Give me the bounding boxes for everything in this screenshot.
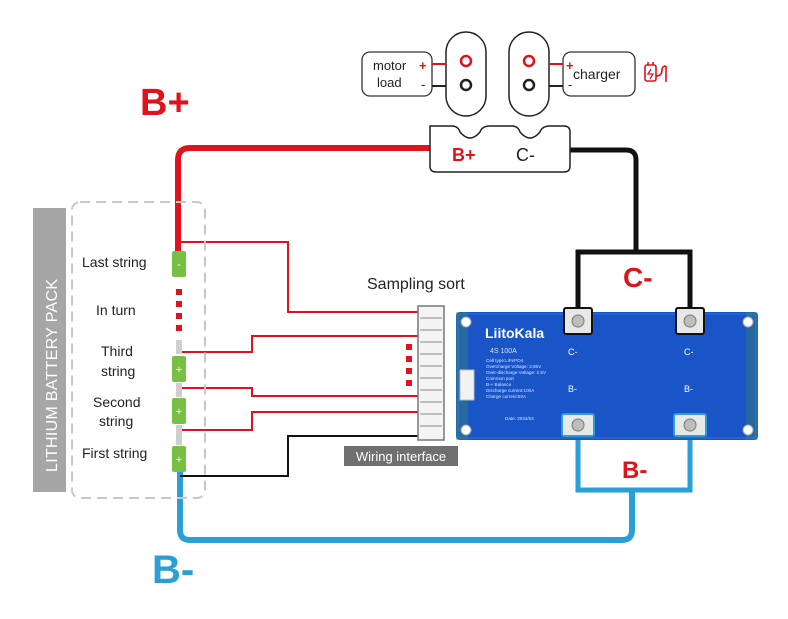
sense-wire-cell3 (180, 387, 420, 397)
battery-pack-label-bar (33, 208, 66, 492)
svg-text:B-+ Balance: B-+ Balance (486, 382, 512, 387)
cell-last: - (172, 251, 186, 277)
plug-charger (508, 31, 550, 117)
third-string-label-1: Third (101, 343, 133, 359)
svg-text:+: + (176, 406, 182, 418)
b-minus-board-label: B- (622, 457, 647, 484)
board-c-minus-right: C- (684, 347, 694, 357)
in-turn-label: In turn (96, 302, 136, 318)
sense-wire-second (180, 411, 420, 431)
cell-first: + (172, 425, 186, 472)
b-minus-fork (575, 425, 693, 493)
sampling-connector (417, 305, 445, 441)
b-plus-label: B+ (140, 82, 190, 124)
battery-pack-outline (71, 201, 206, 499)
svg-text:Over-discharge Voltage: 2.5V: Over-discharge Voltage: 2.5V (486, 370, 547, 375)
motor-plus-sign: + (419, 58, 427, 73)
board-model: 4S 100A (490, 348, 517, 355)
board-c-minus-left: C- (568, 347, 578, 357)
wiring-interface-tag (344, 446, 458, 466)
charger-plug-icon (644, 62, 667, 82)
charger-box (549, 51, 636, 97)
cell-ellipsis-dots (176, 289, 182, 331)
svg-text:Discharge current:100A: Discharge current:100A (486, 388, 535, 393)
plug-motor (445, 31, 487, 117)
board-spec-lines: Cell type:LiFePO4 Overcharge Voltage: 3.… (486, 358, 547, 399)
terminal-b-minus-right (673, 413, 707, 437)
battery-pack-title: LITHIUM BATTERY PACK (44, 279, 61, 472)
output-connector (429, 125, 571, 173)
board-brand: LiitoKala (485, 325, 544, 341)
c-minus-wire (567, 147, 639, 252)
svg-text:+: + (176, 454, 182, 466)
cell-second: + (172, 383, 186, 424)
motor-minus-sign: - (421, 77, 425, 92)
sense-ellipsis-dots (406, 344, 412, 386)
svg-text:Cell type:LiFePO4: Cell type:LiFePO4 (486, 358, 524, 363)
board-b-minus-left: B- (568, 384, 577, 394)
board-date: Date: 2023/04 (505, 416, 534, 421)
wiring-interface-label: Wiring interface (356, 449, 446, 464)
charger-minus-sign: - (568, 77, 572, 92)
b-plus-wire (175, 145, 433, 262)
motor-load-box (361, 51, 446, 97)
cell-third: + (172, 340, 186, 382)
sense-wire-first (180, 435, 420, 477)
terminal-b-minus-left (561, 413, 595, 437)
svg-text:-: - (177, 259, 181, 271)
terminal-c-minus-left (563, 307, 593, 335)
motor-label-line2: load (377, 75, 402, 90)
last-string-label: Last string (82, 254, 147, 270)
sense-wire-third (180, 335, 420, 353)
svg-text:Common port: Common port (486, 376, 515, 381)
connector-c-minus-label: C- (516, 145, 535, 165)
bms-board (456, 312, 758, 440)
svg-text:Charge current:50A: Charge current:50A (486, 394, 527, 399)
b-minus-label: B- (152, 548, 194, 592)
b-minus-wire (177, 470, 635, 543)
terminal-c-minus-right (675, 307, 705, 335)
svg-text:Overcharge Voltage: 3.65V: Overcharge Voltage: 3.65V (486, 364, 542, 369)
svg-text:+: + (176, 364, 182, 376)
connector-b-plus-label: B+ (452, 145, 476, 165)
charger-plus-sign: + (566, 58, 574, 73)
first-string-label: First string (82, 445, 147, 461)
motor-label-line1: motor (373, 58, 407, 73)
c-minus-fork (575, 249, 693, 320)
board-b-minus-right: B- (684, 384, 693, 394)
third-string-label-2: string (101, 363, 135, 379)
sense-wire-last (180, 241, 420, 313)
charger-label: charger (573, 66, 621, 82)
second-string-label-2: string (99, 413, 133, 429)
c-minus-label: C- (623, 262, 653, 293)
second-string-label-1: Second (93, 394, 140, 410)
sampling-sort-label: Sampling sort (367, 276, 465, 293)
